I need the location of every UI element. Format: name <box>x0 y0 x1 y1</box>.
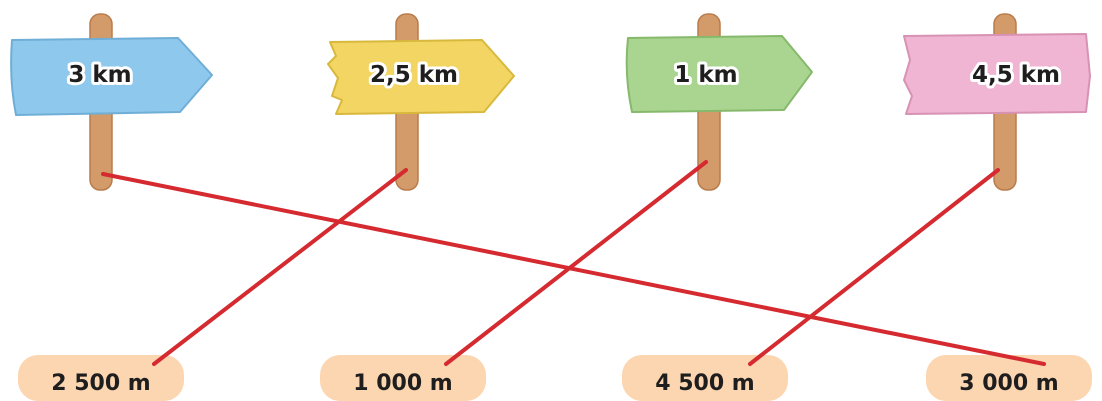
answer-label-3: 4 500 m <box>655 371 754 396</box>
answer-label-1: 2 500 m <box>51 371 150 396</box>
answer-labels: 2 500 m 1 000 m 4 500 m 3 000 m <box>51 371 1058 396</box>
sign-label-2: 2,5 km <box>370 62 458 88</box>
sign-label-1: 3 km <box>68 62 131 88</box>
sign-board-4 <box>903 33 1091 115</box>
sign-board-1 <box>10 37 213 116</box>
match-line-4 <box>748 168 1000 366</box>
match-line-1 <box>101 172 1046 366</box>
answer-label-4: 3 000 m <box>959 371 1058 396</box>
match-lines <box>101 160 1046 366</box>
sign-labels: 3 km 2,5 km 1 km 4,5 km <box>65 59 1063 91</box>
answer-pill-3[interactable] <box>622 355 788 401</box>
posts <box>89 13 1017 191</box>
sign-board-3 <box>625 35 813 113</box>
sign-board-2 <box>327 39 515 115</box>
answer-pills <box>18 355 1092 401</box>
sign-label-3: 1 km <box>674 62 737 88</box>
sign-label-4: 4,5 km <box>972 62 1060 88</box>
match-line-3 <box>444 160 708 366</box>
answer-pill-2[interactable] <box>320 355 486 401</box>
answer-pill-4[interactable] <box>926 355 1092 401</box>
match-line-2 <box>152 168 408 366</box>
answer-label-2: 1 000 m <box>353 371 452 396</box>
sign-boards <box>10 33 1091 116</box>
answer-pill-1[interactable] <box>18 355 184 401</box>
